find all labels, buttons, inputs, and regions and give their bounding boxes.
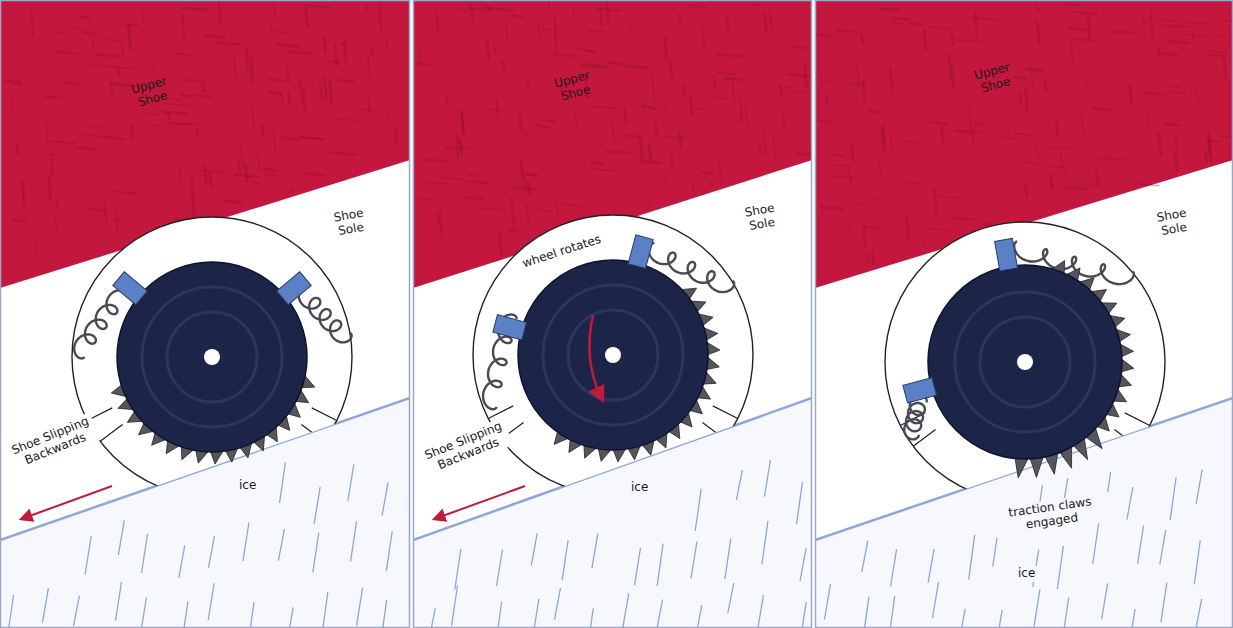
housing-stop <box>100 424 122 441</box>
label: Upper Shoe <box>119 71 183 115</box>
pawl <box>493 315 527 340</box>
ice-texture <box>8 462 393 628</box>
wheel-shading <box>980 317 1070 407</box>
wheel-hub <box>605 347 621 363</box>
housing-stop <box>301 424 323 441</box>
label: wheel rotates <box>518 231 606 273</box>
housing-stop <box>1114 429 1136 446</box>
panel <box>815 0 1233 628</box>
label: Shoe Sole <box>1143 203 1203 242</box>
panel <box>0 0 411 628</box>
panel-frame <box>816 1 1233 628</box>
wheel-housing <box>473 215 753 495</box>
wheel-shading <box>568 310 658 400</box>
label: ice <box>1015 566 1038 582</box>
wheel-shading <box>543 285 683 425</box>
wheel-shading <box>142 287 282 427</box>
label: Shoe Slipping Backwards <box>419 417 514 478</box>
label: ice <box>628 480 651 496</box>
wheel-housing <box>885 222 1165 502</box>
pawl <box>995 238 1018 271</box>
panel-frame <box>414 1 812 628</box>
label: Shoe Sole <box>731 198 791 237</box>
shoe-sole <box>413 0 812 628</box>
ice-texture <box>429 460 806 628</box>
label: Shoe Slipping Backwards <box>6 412 101 473</box>
shoe-sole <box>0 0 410 628</box>
traction-wheel <box>928 265 1122 459</box>
ice-texture <box>824 470 1202 628</box>
label: Shoe Sole <box>320 203 380 242</box>
wheel-housing <box>72 217 352 497</box>
label: traction claws engaged <box>987 491 1116 538</box>
wheel-shading <box>167 312 257 402</box>
upper-texture <box>4 1 410 252</box>
panel <box>413 0 822 628</box>
rotation-arrow <box>589 315 601 397</box>
label: ice <box>236 478 259 494</box>
wheel-shading <box>955 292 1095 432</box>
slip-arrow <box>24 486 112 518</box>
housing-stop <box>1125 413 1150 426</box>
housing-stop <box>312 408 337 421</box>
wheel-hub <box>204 349 220 365</box>
housing-stop <box>713 406 738 419</box>
pawl <box>628 235 653 269</box>
label: Upper Shoe <box>962 57 1026 101</box>
shoe-sole <box>815 0 1233 628</box>
label: Upper Shoe <box>542 65 606 109</box>
housing-stop <box>702 422 724 439</box>
pawl <box>113 272 148 305</box>
pawl <box>903 378 937 403</box>
pawl <box>277 272 312 305</box>
wheel-hub <box>1017 354 1033 370</box>
slip-arrow <box>437 486 525 518</box>
spring <box>299 287 352 343</box>
panel-frame <box>1 1 410 628</box>
traction-wheel <box>518 260 708 450</box>
